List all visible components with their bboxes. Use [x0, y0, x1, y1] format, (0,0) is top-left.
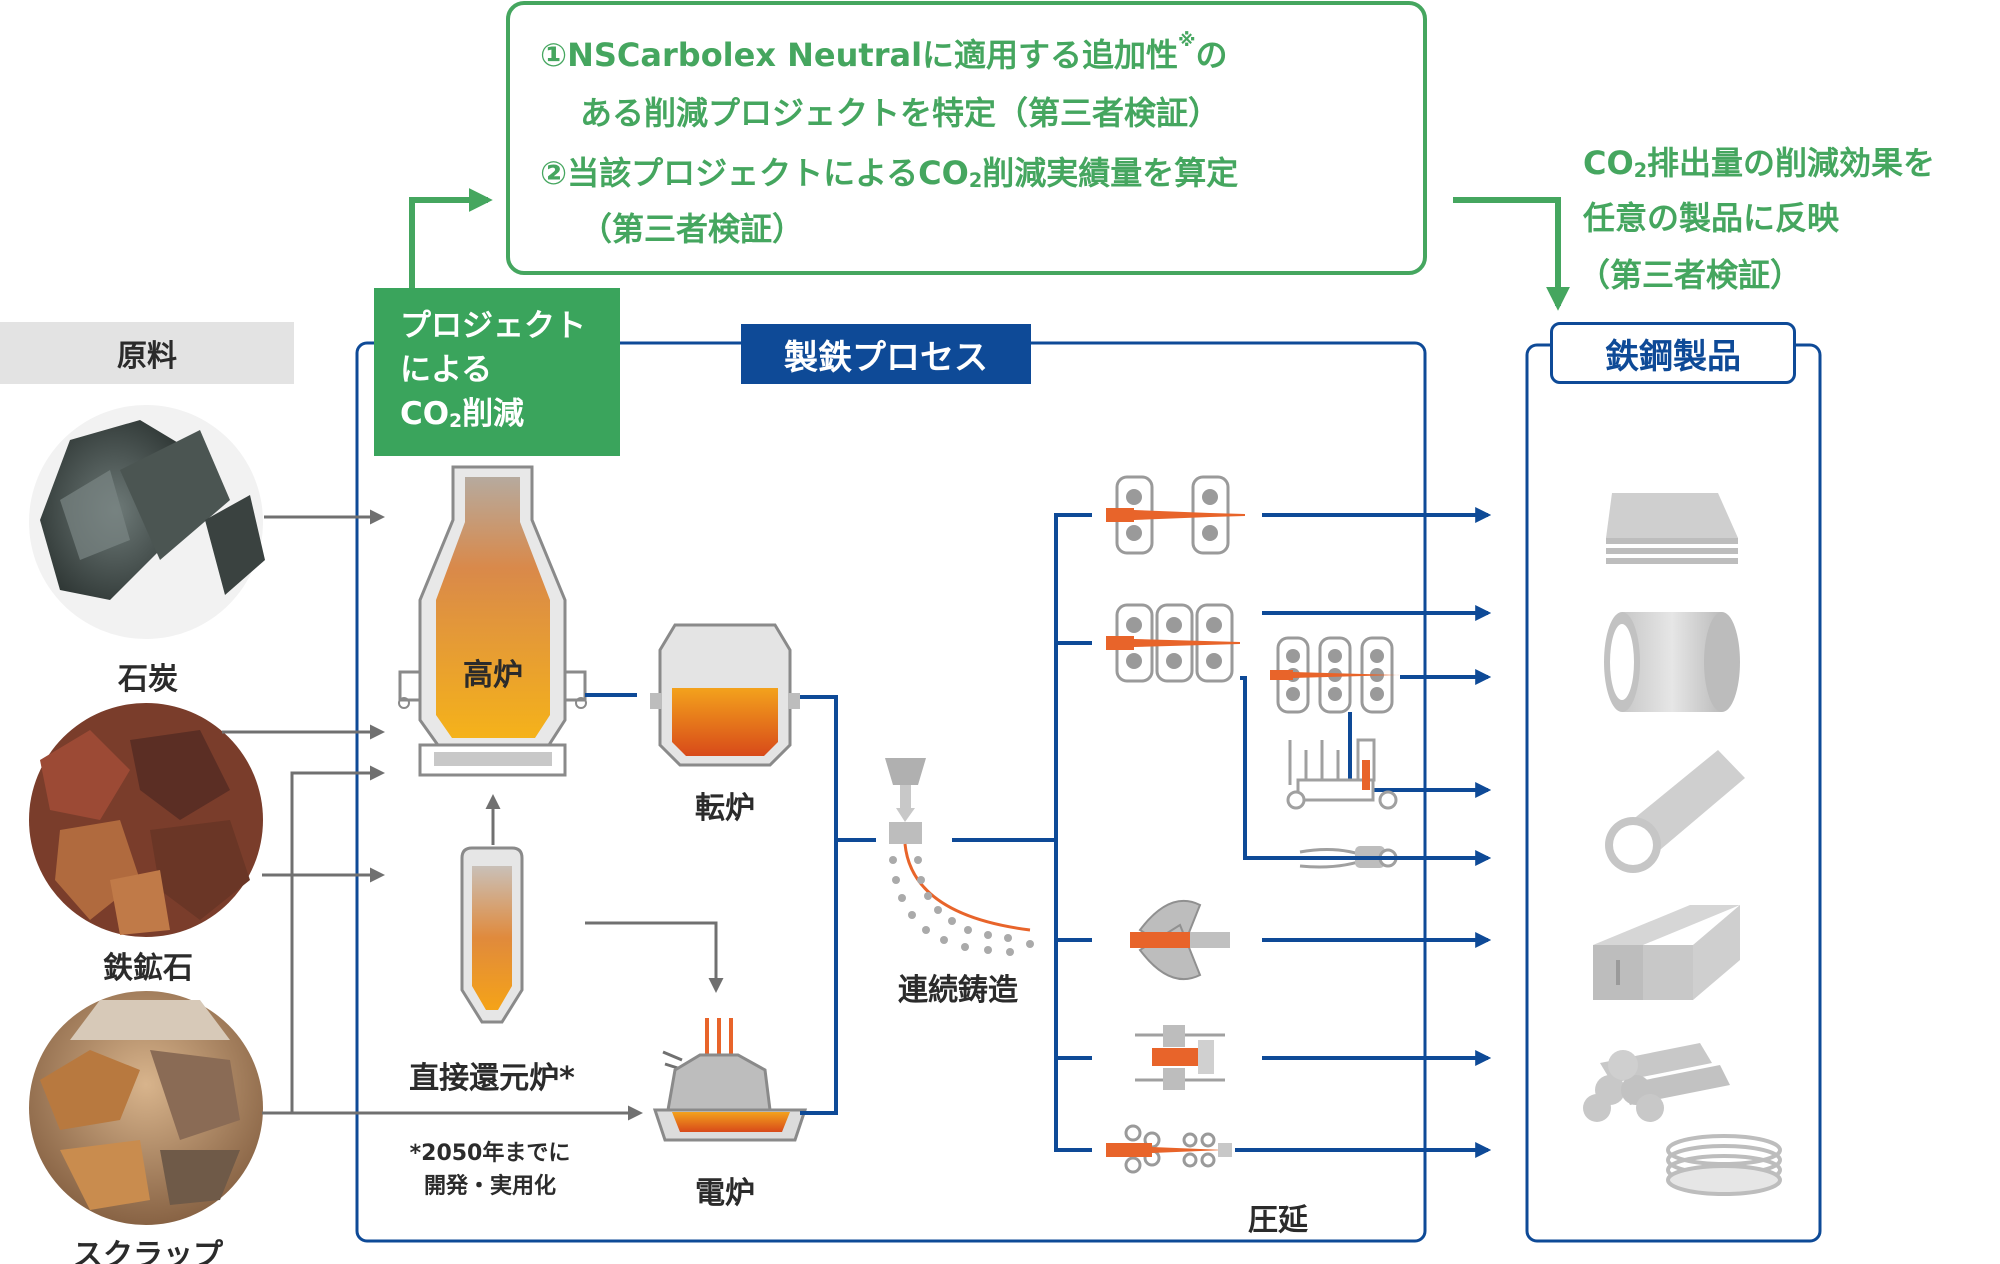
top-box-line-2: ある削減プロジェクトを特定（第三者検証） — [580, 94, 1221, 132]
converter-icon — [650, 623, 800, 767]
top-box-line-1: ①NSCarbolex Neutralに適用する追加性※の — [540, 30, 1228, 74]
project-tag-line-1: プロジェクト — [400, 308, 586, 344]
scrap-photo-icon — [29, 991, 263, 1225]
continuous-casting-label: 連続鋳造 — [898, 973, 1018, 1008]
wire-rod-icon — [1666, 1134, 1782, 1196]
dri-label: 直接還元炉* — [409, 1061, 575, 1096]
eaf-label: 電炉 — [695, 1176, 755, 1211]
dri-to-eaf-arrow — [585, 921, 724, 993]
scrap-arrow-to-bf — [290, 765, 385, 1113]
top-box-line-4: （第三者検証） — [580, 210, 805, 248]
hot-strip-mill-icon — [1106, 603, 1240, 683]
plate-mill-icon — [1106, 475, 1245, 555]
steel-coil-icon — [1604, 612, 1740, 712]
project-tag-line-3: CO2削減 — [400, 396, 525, 432]
blast-furnace-label: 高炉 — [463, 658, 523, 693]
bar-mill-icon — [1135, 1025, 1225, 1090]
steel-pipe-icon — [1605, 750, 1745, 873]
blast-furnace-icon — [398, 465, 587, 777]
rolling-trunk — [1054, 513, 1092, 1152]
project-tag-line-2: による — [400, 352, 493, 388]
coal-photo-icon — [29, 405, 265, 639]
scrap-label: スクラップ — [73, 1238, 223, 1264]
steel-plate-icon — [1606, 493, 1738, 564]
to-cc-bracket — [800, 695, 838, 1115]
hot-strip-branch — [1240, 676, 1280, 860]
h-beam-icon — [1593, 905, 1740, 1000]
dri-note-1: *2050年までに — [409, 1141, 571, 1166]
continuous-caster-icon — [885, 758, 1034, 956]
project-co2-tag: プロジェクト による CO2削減 — [374, 288, 620, 456]
cold-mill-icon — [1270, 636, 1400, 714]
section-mill-icon — [1130, 900, 1230, 980]
right-note-line-1: CO2排出量の削減効果を — [1583, 144, 1936, 182]
eaf-icon — [652, 1018, 808, 1142]
iron-ore-label: 鉄鉱石 — [103, 951, 193, 986]
product-tag: 鉄鋼製品 — [1550, 322, 1796, 384]
dri-furnace-icon — [460, 846, 524, 1024]
right-note-line-2: 任意の製品に反映 — [1583, 199, 1840, 237]
raw-material-header: 原料 — [0, 322, 294, 384]
rolling-label: 圧延 — [1248, 1203, 1308, 1238]
converter-label: 転炉 — [695, 791, 755, 826]
pipe-mill-icon — [1286, 738, 1398, 810]
bar-icon — [1583, 1043, 1730, 1122]
wire-rod-mill-icon — [1106, 1124, 1232, 1174]
green-arrow-right — [1453, 197, 1570, 311]
dri-note-2: 開発・実用化 — [423, 1174, 557, 1199]
top-info-box — [506, 1, 1427, 275]
iron-ore-photo-icon — [29, 703, 263, 937]
process-tag: 製鉄プロセス — [741, 324, 1031, 384]
coal-label: 石炭 — [118, 662, 178, 697]
right-note-line-3: （第三者検証） — [1578, 256, 1803, 294]
green-arrow-up — [409, 188, 493, 292]
top-box-line-3: ②当該プロジェクトによるCO2削減実績量を算定 — [540, 154, 1239, 192]
